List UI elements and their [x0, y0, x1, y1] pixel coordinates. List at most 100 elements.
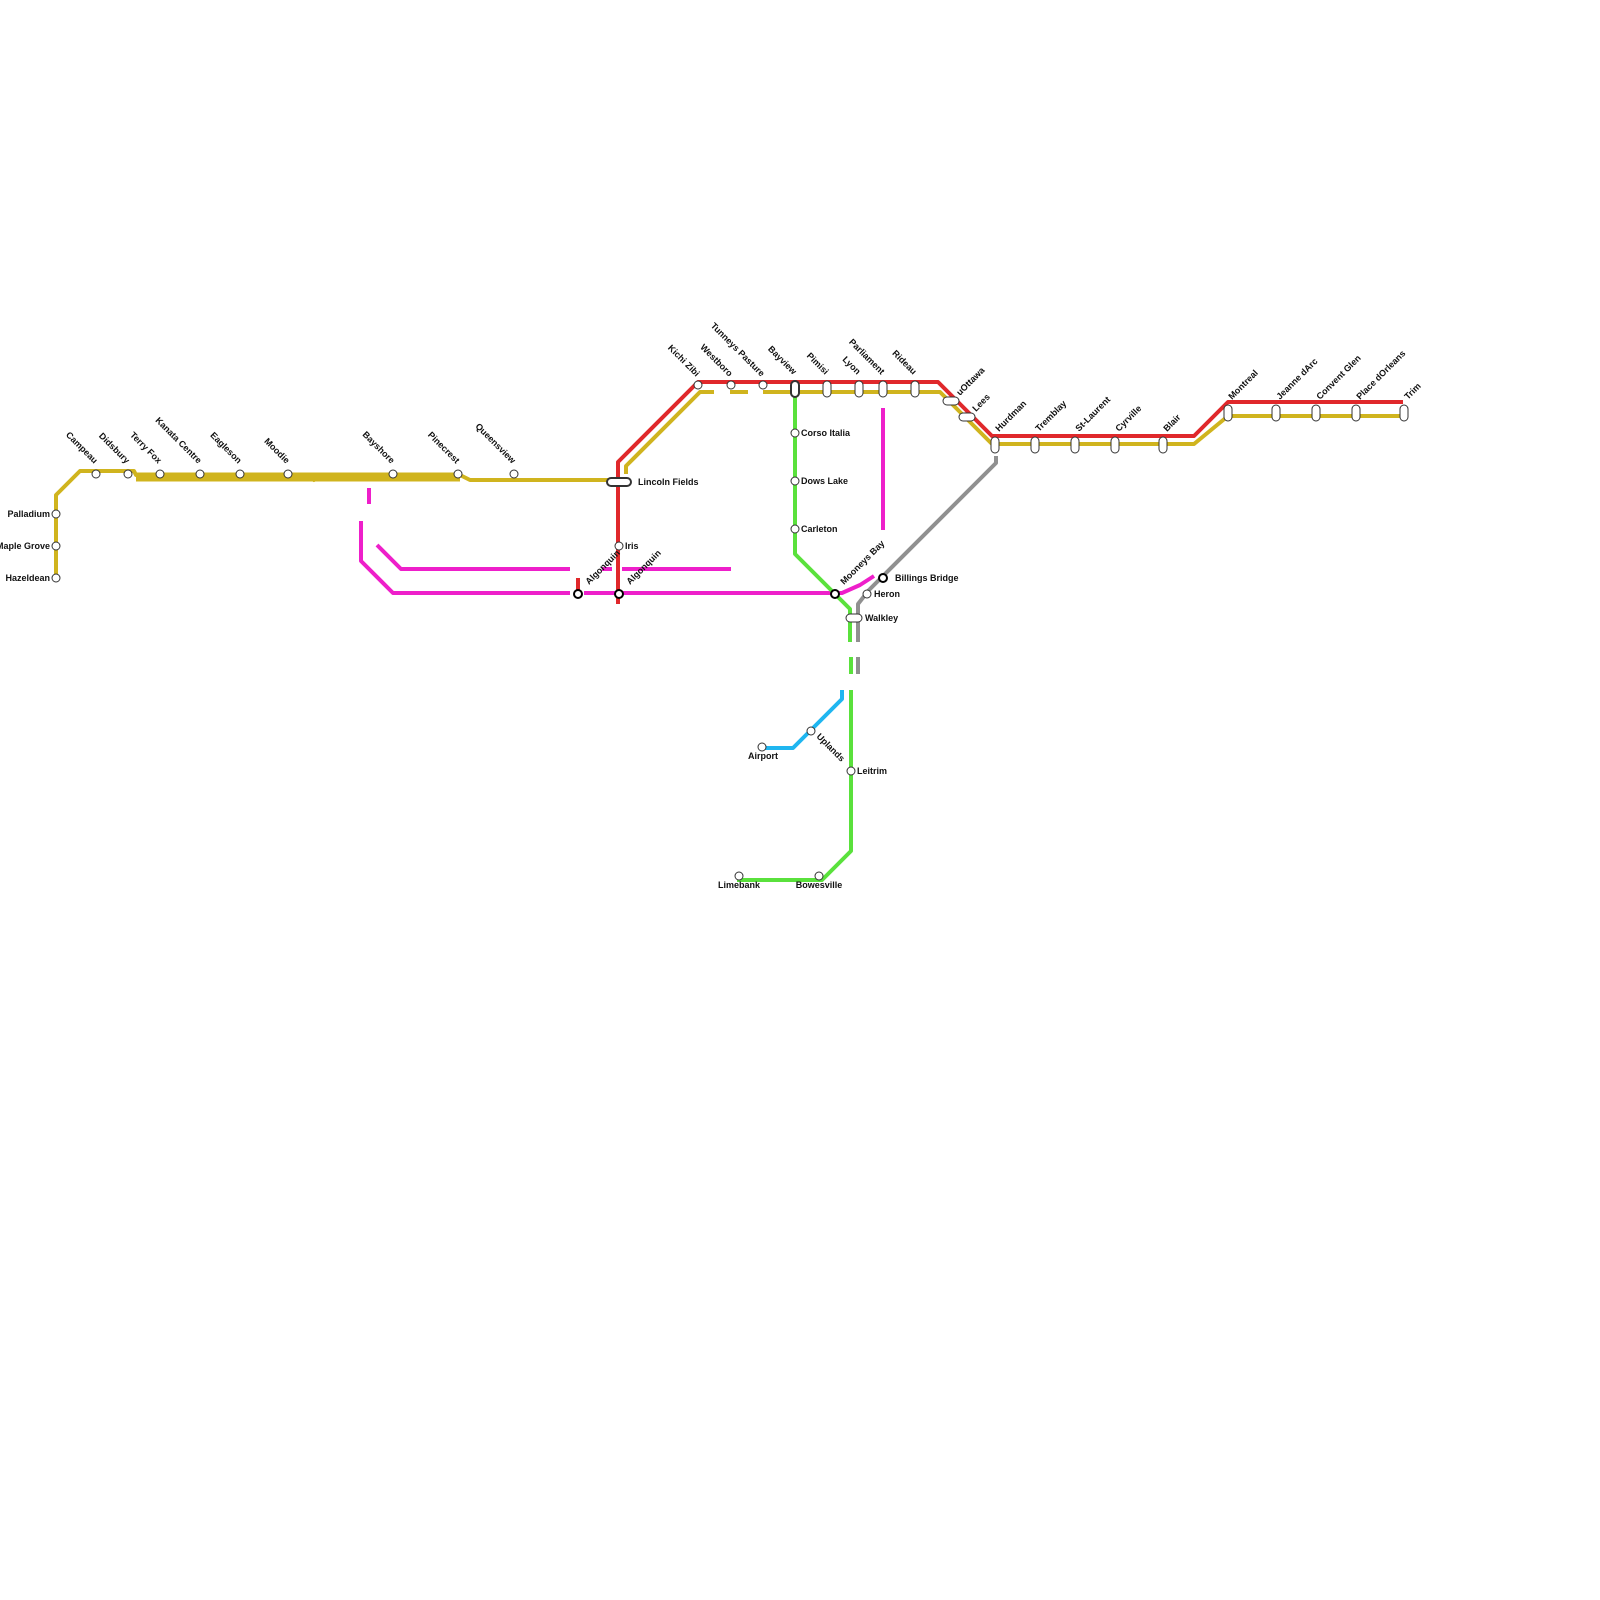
station-moodie-label: Moodie — [262, 436, 291, 465]
station-limebank-label: Limebank — [718, 880, 761, 890]
station-montreal-label: Montreal — [1226, 368, 1260, 402]
station-pimisi-marker[interactable] — [822, 380, 832, 398]
station-maple-grove-label: Maple Grove — [0, 541, 50, 551]
station-billings-bridge-label: Billings Bridge — [895, 573, 959, 583]
station-palladium-label: Palladium — [7, 509, 50, 519]
station-trim-marker[interactable] — [1399, 404, 1409, 422]
station-blair-label: Blair — [1161, 412, 1183, 434]
line-gold — [624, 390, 714, 474]
station-lyon-label: Lyon — [841, 354, 863, 376]
station-carleton-label: Carleton — [801, 524, 838, 534]
station-st-laurent-marker[interactable] — [1070, 436, 1080, 454]
station-pimisi-label: Pimisi — [805, 351, 831, 377]
station-palladium-marker[interactable] — [51, 509, 61, 519]
station-queensview-label: Queensview — [473, 421, 518, 466]
station-parliament-marker[interactable] — [878, 380, 888, 398]
station-limebank-marker[interactable] — [734, 871, 744, 881]
line-gold — [54, 469, 608, 575]
station-lees-marker[interactable] — [958, 412, 976, 422]
station-pinecrest-label: Pinecrest — [426, 430, 462, 466]
station-st-laurent-label: St-Laurent — [1073, 395, 1112, 434]
station-eagleson-marker[interactable] — [235, 469, 245, 479]
station-hazeldean-label: Hazeldean — [5, 573, 50, 583]
station-billings-bridge-marker[interactable] — [878, 573, 888, 583]
station-algonquin-a-marker[interactable] — [573, 589, 583, 599]
station-eagleson-label: Eagleson — [208, 430, 243, 465]
station-leitrim-marker[interactable] — [846, 766, 856, 776]
station-pinecrest-marker[interactable] — [453, 469, 463, 479]
station-tremblay-marker[interactable] — [1030, 436, 1040, 454]
station-jeanne-darc-label: Jeanne dArc — [1274, 356, 1319, 401]
station-tunneys-pasture-label: Tunneys Pasture — [709, 321, 767, 379]
station-place-dorleans-marker[interactable] — [1351, 404, 1361, 422]
station-hazeldean-marker[interactable] — [51, 573, 61, 583]
line-layer — [54, 380, 1403, 882]
line-magenta — [584, 574, 876, 595]
station-didsbury-label: Didsbury — [97, 431, 132, 466]
station-lincoln-fields-marker[interactable] — [606, 477, 632, 487]
station-queensview-marker[interactable] — [509, 469, 519, 479]
station-tunneys-pasture-marker[interactable] — [758, 380, 768, 390]
station-lees-label: Lees — [970, 392, 992, 414]
line-red — [616, 380, 1403, 604]
station-montreal-marker[interactable] — [1223, 404, 1233, 422]
station-cyrville-marker[interactable] — [1110, 436, 1120, 454]
station-moodie-marker[interactable] — [283, 469, 293, 479]
station-uottawa-marker[interactable] — [942, 396, 960, 406]
station-campeau-marker[interactable] — [91, 469, 101, 479]
station-bayview-label: Bayview — [766, 344, 799, 377]
station-mooneys-bay-marker[interactable] — [830, 589, 840, 599]
station-bayshore-marker[interactable] — [388, 469, 398, 479]
station-bayview-marker[interactable] — [790, 380, 800, 398]
station-hurdman-marker[interactable] — [990, 436, 1000, 454]
line-green — [793, 392, 852, 642]
line-magenta — [359, 521, 570, 595]
station-airport-marker[interactable] — [757, 742, 767, 752]
station-campeau-label: Campeau — [64, 430, 100, 466]
station-maple-grove-marker[interactable] — [51, 541, 61, 551]
station-blair-marker[interactable] — [1158, 436, 1168, 454]
station-walkley-label: Walkley — [865, 613, 898, 623]
station-kanata-centre-marker[interactable] — [195, 469, 205, 479]
station-convent-glen-marker[interactable] — [1311, 404, 1321, 422]
station-uplands-label: Uplands — [815, 731, 847, 763]
station-bowesville-label: Bowesville — [796, 880, 843, 890]
station-lincoln-fields-label: Lincoln Fields — [638, 477, 699, 487]
station-dows-lake-label: Dows Lake — [801, 476, 848, 486]
station-kichi-zibi-label: Kichi Zibi — [666, 343, 702, 379]
station-carleton-marker[interactable] — [790, 524, 800, 534]
station-westboro-marker[interactable] — [726, 380, 736, 390]
station-iris-marker[interactable] — [614, 541, 624, 551]
line-magenta — [375, 543, 570, 571]
station-cyrville-label: Cyrville — [1113, 403, 1143, 433]
station-kichi-zibi-marker[interactable] — [693, 380, 703, 390]
station-place-dorleans-label: Place dOrleans — [1354, 348, 1407, 401]
station-bowesville-marker[interactable] — [814, 871, 824, 881]
station-terry-fox-label: Terry Fox — [128, 430, 164, 466]
station-algonquin-b-marker[interactable] — [614, 589, 624, 599]
station-rideau-label: Rideau — [890, 348, 918, 376]
station-jeanne-darc-marker[interactable] — [1271, 404, 1281, 422]
station-heron-marker[interactable] — [862, 589, 872, 599]
station-tremblay-label: Tremblay — [1033, 398, 1068, 433]
station-terry-fox-marker[interactable] — [155, 469, 165, 479]
station-uplands-marker[interactable] — [806, 726, 816, 736]
station-uottawa-label: uOttawa — [954, 365, 987, 398]
station-dows-lake-marker[interactable] — [790, 476, 800, 486]
station-didsbury-marker[interactable] — [123, 469, 133, 479]
line-green — [737, 690, 853, 882]
station-corso-italia-marker[interactable] — [790, 428, 800, 438]
line-cyan — [762, 690, 844, 750]
station-airport-label: Airport — [748, 751, 778, 761]
station-heron-label: Heron — [874, 589, 900, 599]
station-rideau-marker[interactable] — [910, 380, 920, 398]
station-walkley-marker[interactable] — [845, 613, 863, 623]
station-leitrim-label: Leitrim — [857, 766, 887, 776]
station-lyon-marker[interactable] — [854, 380, 864, 398]
station-bayshore-label: Bayshore — [361, 429, 397, 465]
station-hurdman-label: Hurdman — [993, 398, 1028, 433]
station-corso-italia-label: Corso Italia — [801, 428, 851, 438]
